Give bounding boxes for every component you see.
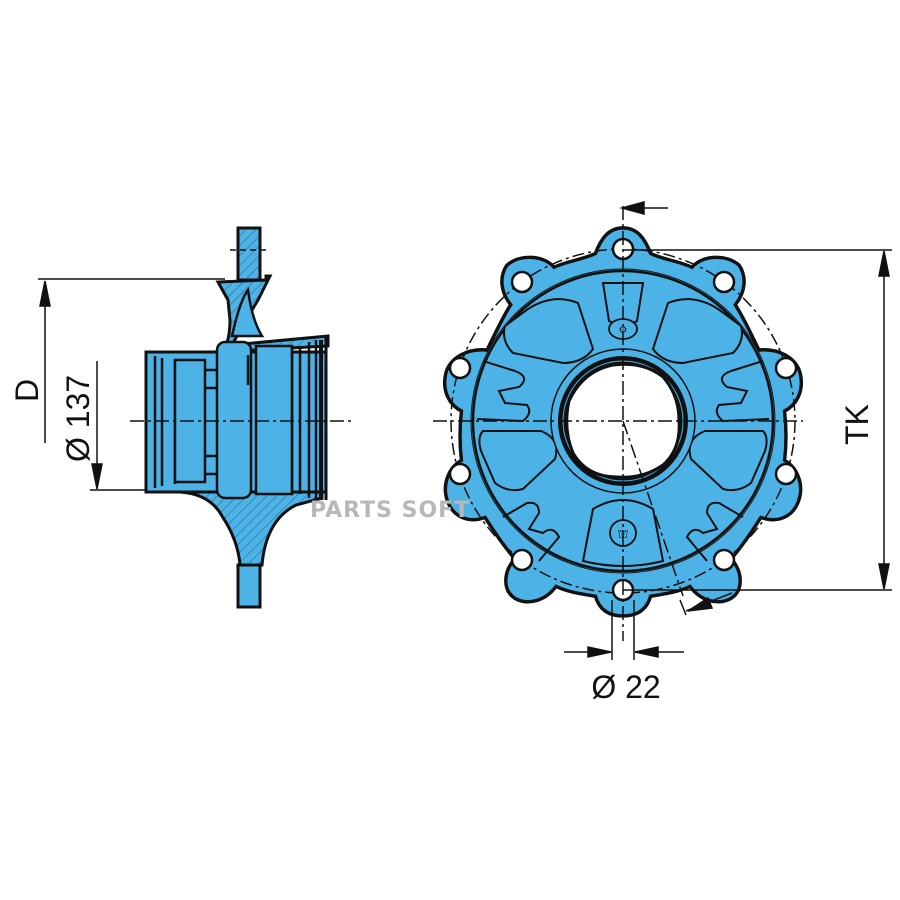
bottom-flange-stub	[236, 563, 262, 609]
bolt-hole	[774, 356, 798, 380]
bolt-hole	[774, 462, 798, 486]
dimension-hole-22	[564, 600, 684, 660]
bolt-hole	[448, 356, 472, 380]
dimension-bore-137	[90, 361, 146, 491]
bolt-hole	[510, 270, 534, 294]
bolt-hole	[712, 548, 736, 572]
dimension-hole-label: Ø 22	[591, 669, 660, 705]
dimension-d-label: D	[9, 379, 45, 402]
watermark: PARTS SOFT	[310, 498, 470, 523]
front-view: ⚙ ⛫	[433, 206, 803, 641]
dimension-bore-label: Ø 137	[60, 375, 96, 462]
dimension-d	[38, 278, 225, 443]
angle-arrow	[679, 592, 733, 616]
front-center-lines	[433, 206, 803, 641]
bolt-hole	[448, 462, 472, 486]
top-flange-stub	[236, 226, 262, 282]
center-bore	[565, 362, 681, 479]
dimension-tk	[623, 249, 892, 591]
hub-pockets	[478, 282, 768, 567]
svg-text:⚙: ⚙	[619, 325, 628, 336]
top-rotation-arrow	[619, 201, 668, 215]
bolt-hole	[712, 270, 736, 294]
dimension-tk-label: TK	[839, 404, 875, 445]
side-section-view: D Ø 137	[9, 226, 355, 609]
bolt-hole	[510, 548, 534, 572]
lower-web-section	[144, 480, 324, 567]
bolt-holes	[448, 237, 798, 602]
hub-ribs	[476, 360, 770, 562]
